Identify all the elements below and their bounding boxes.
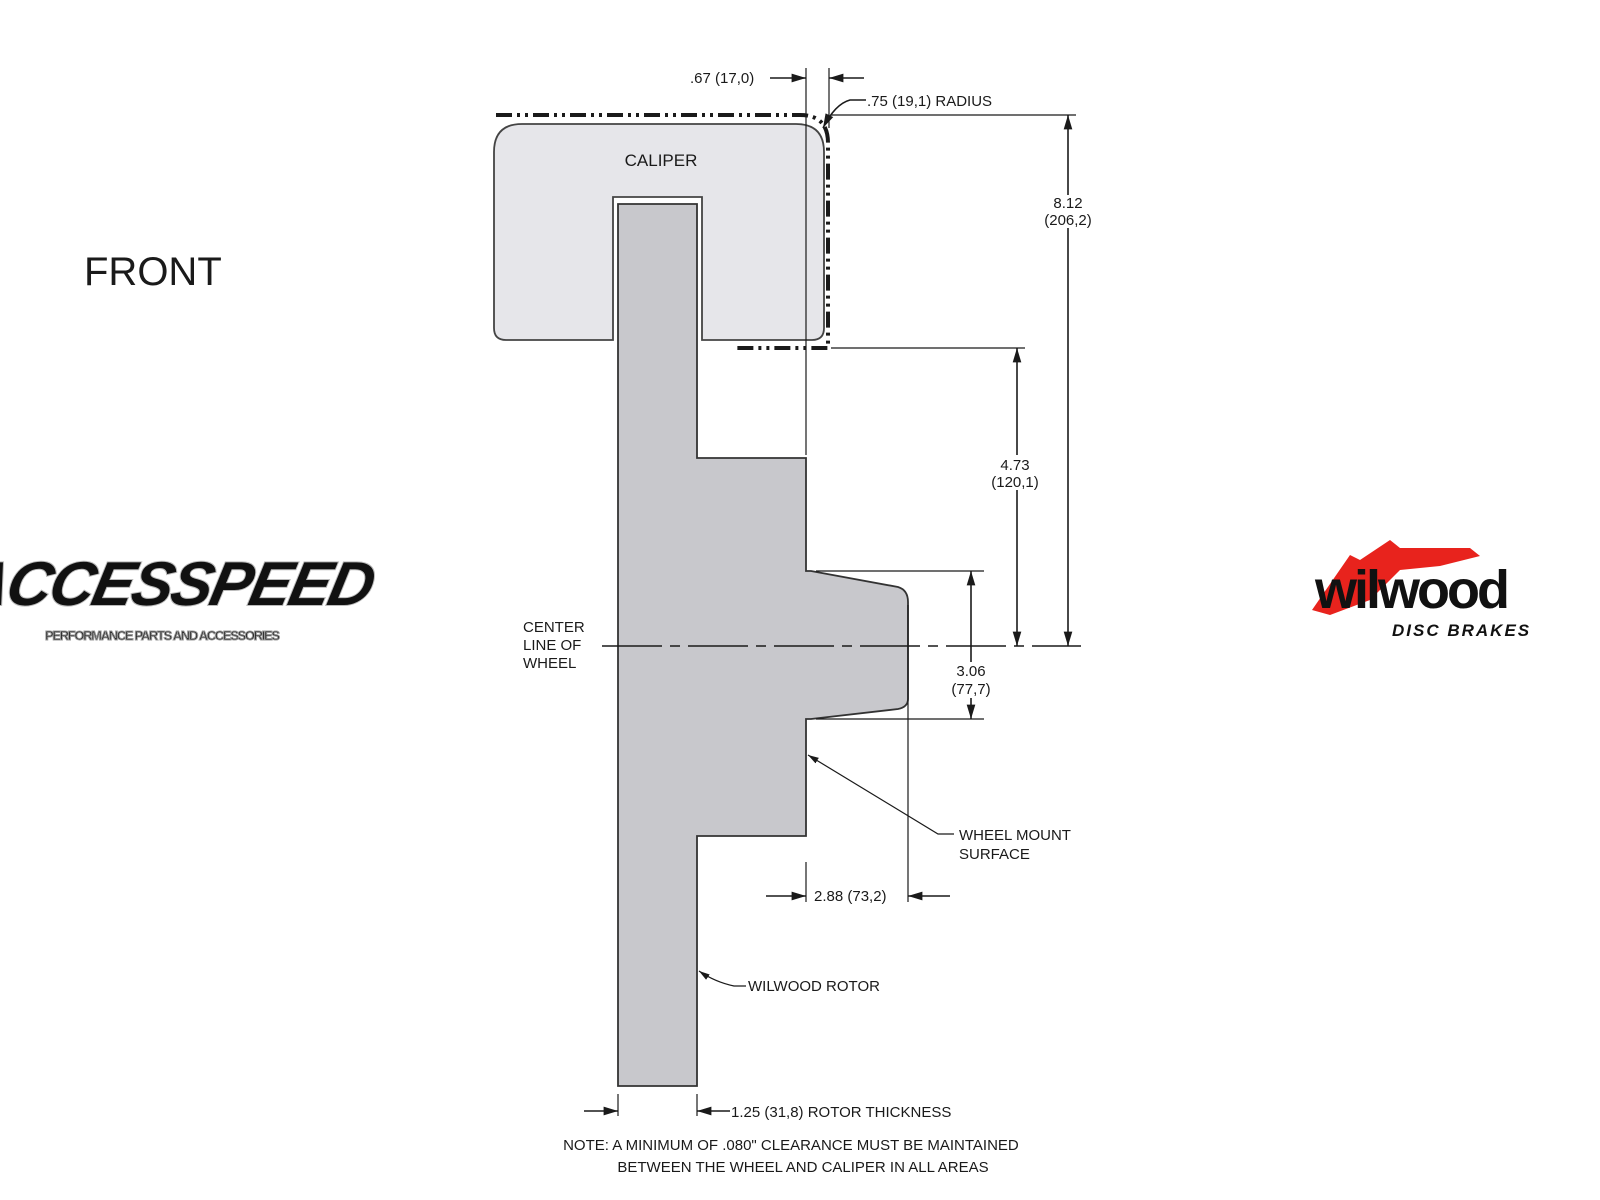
svg-text:8.12(206,2): 8.12(206,2): [1044, 195, 1092, 229]
dim-mount-to-hub: 2.88 (73,2): [766, 888, 950, 905]
svg-text:WILWOOD ROTOR: WILWOOD ROTOR: [748, 978, 880, 995]
accesspeed-logo: ACCESSPEED PERFORMANCE PARTS AND ACCESSO…: [0, 549, 381, 644]
dim-hub-pilot: 3.06(77,7): [951, 571, 991, 719]
view-label: FRONT: [84, 250, 222, 294]
svg-text:.67 (17,0): .67 (17,0): [690, 70, 754, 87]
clearance-note: NOTE: A MINIMUM OF .080" CLEARANCE MUST …: [563, 1137, 1023, 1176]
dim-rotor-thickness: 1.25 (31,8) ROTOR THICKNESS: [584, 1104, 951, 1121]
svg-text:2.88 (73,2): 2.88 (73,2): [814, 888, 887, 905]
svg-text:.75 (19,1) RADIUS: .75 (19,1) RADIUS: [867, 93, 992, 110]
rotor-callout: WILWOOD ROTOR: [698, 970, 880, 995]
clearance-envelope: [496, 113, 830, 350]
dim-radius: .75 (19,1) RADIUS: [822, 93, 992, 129]
dim-offset: .67 (17,0): [690, 70, 864, 87]
svg-text:wilwood: wilwood: [1314, 560, 1507, 620]
svg-text:PERFORMANCE PARTS AND ACCESSOR: PERFORMANCE PARTS AND ACCESSORIES: [45, 628, 280, 643]
caliper-label: CALIPER: [625, 151, 698, 170]
centerline-label: CENTER LINE OF WHEEL: [523, 619, 589, 672]
dim-caliper-height: 4.73(120,1): [991, 348, 1039, 646]
svg-text:3.06(77,7): 3.06(77,7): [951, 663, 990, 698]
wilwood-logo: wilwood DISC BRAKES: [1312, 540, 1531, 640]
caliper: CALIPER: [493, 123, 825, 341]
svg-text:DISC BRAKES: DISC BRAKES: [1392, 621, 1531, 640]
svg-text:1.25 (31,8) ROTOR THICKNESS: 1.25 (31,8) ROTOR THICKNESS: [731, 1104, 951, 1121]
dim-overall-height: 8.12(206,2): [1044, 115, 1092, 646]
svg-text:ACCESSPEED: ACCESSPEED: [0, 550, 380, 619]
svg-text:4.73(120,1): 4.73(120,1): [991, 457, 1039, 491]
